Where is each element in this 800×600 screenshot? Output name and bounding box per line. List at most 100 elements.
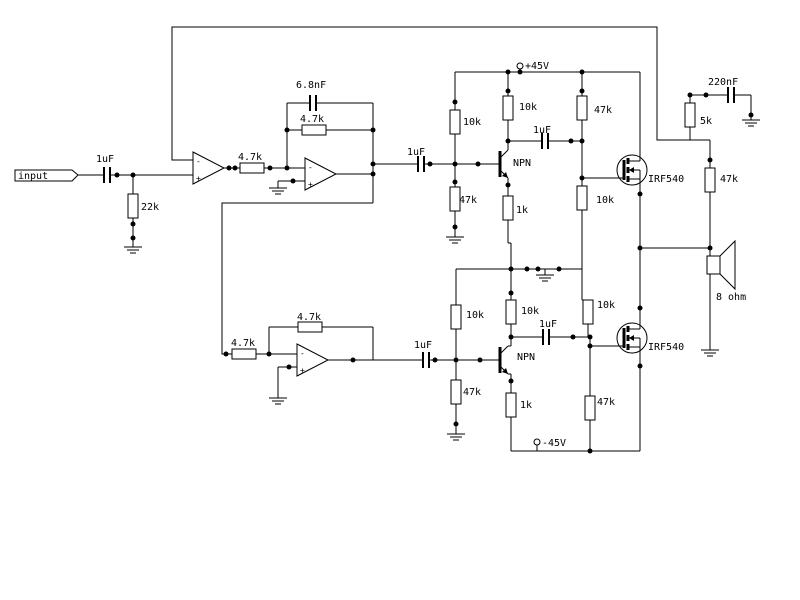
negative-rail-label: -45V xyxy=(542,438,566,449)
opamp-2-plus: + xyxy=(308,180,313,189)
resistor-top-bias-lower: 47k xyxy=(449,186,477,212)
junction-dot xyxy=(703,92,709,98)
positive-rail-label: +45V xyxy=(525,61,549,72)
junction-dot xyxy=(524,266,530,272)
junction-dot xyxy=(370,171,376,177)
capacitor-top-gate: 1uF xyxy=(533,125,551,149)
junction-dot xyxy=(114,172,120,178)
resistor-top-gate-upper-label: 47k xyxy=(594,105,612,116)
resistor-feedback-3: 4.7k xyxy=(297,312,323,333)
resistor-zobel-label: 5k xyxy=(700,116,712,127)
junction-dot xyxy=(568,138,574,144)
junction-dot xyxy=(707,245,713,251)
junction-dot xyxy=(350,357,356,363)
junction-dot xyxy=(535,266,541,272)
capacitor-bottom-coupling-label: 1uF xyxy=(414,340,432,351)
junction-dot xyxy=(748,112,754,118)
ground-symbol xyxy=(446,236,464,244)
junction-dot xyxy=(637,363,643,369)
ground-symbol xyxy=(124,246,142,254)
opamp-2-minus: - xyxy=(308,163,313,172)
junction-dot xyxy=(452,224,458,230)
transistor-top-label: NPN xyxy=(513,158,531,169)
resistor-top-gate-upper: 47k xyxy=(576,95,612,121)
ground-symbol xyxy=(536,274,554,282)
junction-dot xyxy=(284,127,290,133)
capacitor-zobel: 220nF xyxy=(708,77,738,103)
resistor-top-bias-upper: 10k xyxy=(449,109,481,135)
capacitor-top-coupling: 1uF xyxy=(407,147,425,172)
negative-rail-terminal xyxy=(533,438,541,446)
junction-dot xyxy=(579,88,585,94)
mosfet-bottom-label: IRF540 xyxy=(648,342,684,353)
resistor-bottom-bias-lower-label: 47k xyxy=(463,387,481,398)
mosfet-bottom: IRF540 xyxy=(616,322,684,354)
capacitor-feedback-label: 6.8nF xyxy=(296,80,326,91)
junction-dot xyxy=(475,161,481,167)
capacitor-bottom-gate-label: 1uF xyxy=(539,319,557,330)
resistor-opamp2-input: 4.7k xyxy=(238,152,265,174)
resistor-bottom-gate-upper: 10k xyxy=(582,299,615,325)
junction-dot xyxy=(505,182,511,188)
capacitor-input: 1uF xyxy=(96,154,114,183)
mosfet-top-label: IRF540 xyxy=(648,174,684,185)
junction-dot xyxy=(286,364,292,370)
resistor-feedback-1: 4.7k xyxy=(300,114,327,136)
ground-symbol xyxy=(269,397,287,405)
resistor-top-gate-lower-label: 10k xyxy=(596,195,614,206)
resistor-bottom-emitter-label: 1k xyxy=(520,400,532,411)
ground-symbol xyxy=(742,119,760,127)
resistor-top-collector: 10k xyxy=(502,95,537,121)
capacitor-top-coupling-label: 1uF xyxy=(407,147,425,158)
resistor-zobel: 5k xyxy=(684,102,712,128)
resistor-bottom-collector: 10k xyxy=(505,299,539,325)
junction-dot xyxy=(452,99,458,105)
resistor-feedback-3-label: 4.7k xyxy=(297,312,321,323)
capacitor-bottom-coupling: 1uF xyxy=(414,340,432,368)
junction-dot xyxy=(508,290,514,296)
junction-dot xyxy=(570,334,576,340)
speaker-label: 8 ohm xyxy=(716,292,746,303)
capacitor-bottom-gate: 1uF xyxy=(539,319,557,345)
junction-dot xyxy=(226,165,232,171)
resistor-bottom-gate-lower: 47k xyxy=(584,395,615,421)
junction-dot xyxy=(587,448,593,454)
resistor-output: 47k xyxy=(704,167,738,193)
input-label: input xyxy=(18,171,48,182)
junction-dot xyxy=(707,157,713,163)
junction-dot xyxy=(427,161,433,167)
transistor-bottom-label: NPN xyxy=(517,352,535,363)
resistor-top-emitter-label: 1k xyxy=(516,205,528,216)
speaker: 8 ohm xyxy=(706,239,746,303)
junction-dot xyxy=(130,235,136,241)
capacitor-feedback: 6.8nF xyxy=(296,80,326,111)
junction-dot xyxy=(556,266,562,272)
junction-dot xyxy=(637,305,643,311)
opamp-2: - + xyxy=(304,157,338,191)
resistor-feedback-1-label: 4.7k xyxy=(300,114,324,125)
resistor-opamp2-input-label: 4.7k xyxy=(238,152,262,163)
junction-dot xyxy=(432,357,438,363)
resistor-input-shunt-label: 22k xyxy=(141,202,159,213)
opamp-1-minus: - xyxy=(196,157,201,166)
resistor-bottom-bias-upper: 10k xyxy=(450,304,484,330)
resistor-top-bias-lower-label: 47k xyxy=(459,195,477,206)
mosfet-top: IRF540 xyxy=(616,154,684,186)
junction-dot xyxy=(223,351,229,357)
resistor-bottom-bias-upper-label: 10k xyxy=(466,310,484,321)
resistor-input-shunt: 22k xyxy=(127,193,159,219)
resistor-bottom-bias-lower: 47k xyxy=(450,379,481,405)
input-connector: input xyxy=(14,169,79,182)
capacitor-zobel-label: 220nF xyxy=(708,77,738,88)
ground-symbol xyxy=(447,433,465,441)
junction-dot xyxy=(290,178,296,184)
resistor-top-gate-lower: 10k xyxy=(576,185,614,211)
resistor-opamp3-input-label: 4.7k xyxy=(231,338,255,349)
junction-dot xyxy=(452,179,458,185)
junction-dot xyxy=(130,221,136,227)
junction-dot xyxy=(453,421,459,427)
resistor-top-collector-label: 10k xyxy=(519,102,537,113)
junction-dot xyxy=(477,357,483,363)
resistor-opamp3-input: 4.7k xyxy=(231,338,257,360)
